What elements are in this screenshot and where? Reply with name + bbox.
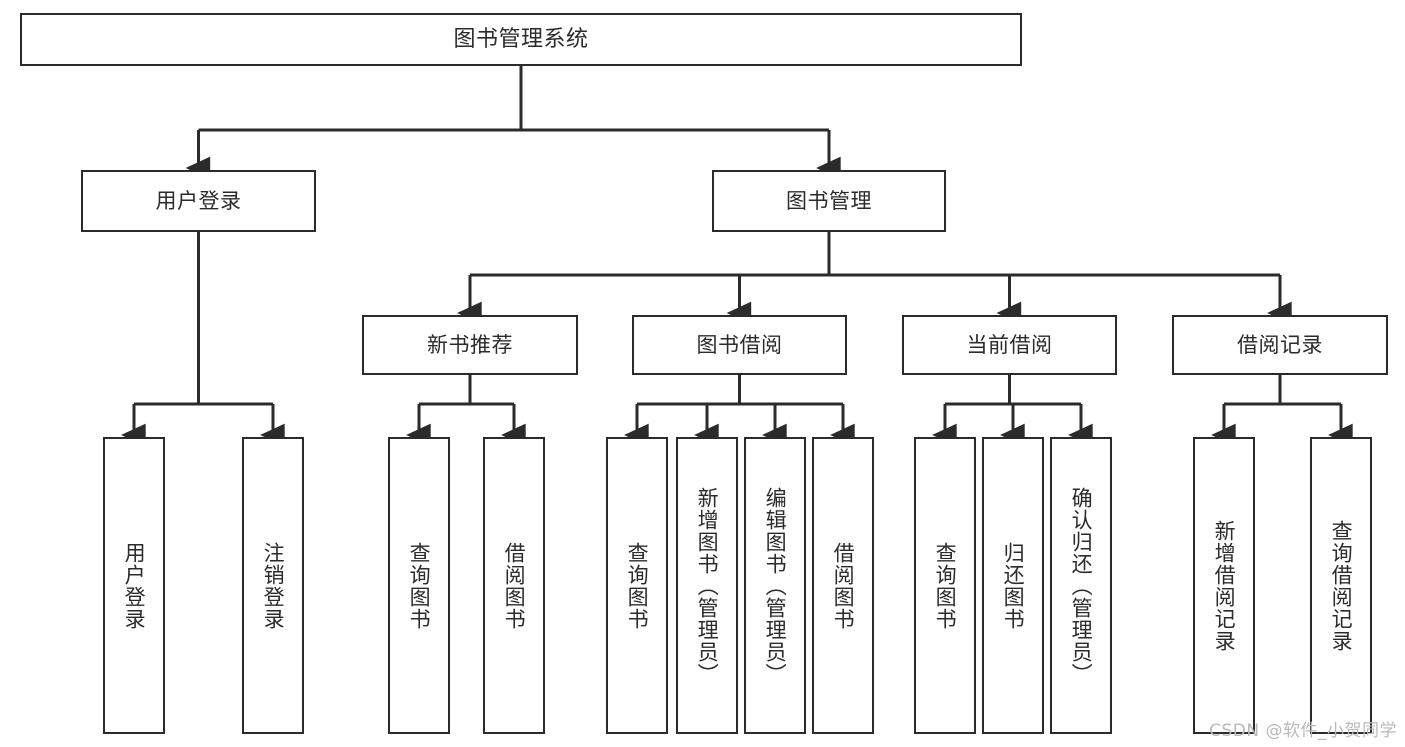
node-leaf-confirm-return-label: 确认归还（管理员） [1069,486,1094,685]
node-new-book-rec-label: 新书推荐 [427,332,513,357]
watermark-label: CSDN @软件_小贺同学 [1209,721,1397,741]
node-leaf-borrow-book-2-label: 借阅图书 [831,541,856,630]
node-borrow-record[interactable]: 借阅记录 [1172,315,1388,375]
node-book-manage[interactable]: 图书管理 [712,170,946,232]
node-leaf-user-login-label: 用户登录 [122,541,147,630]
node-leaf-add-book-label: 新增图书（管理员） [695,486,720,685]
node-leaf-query-record-label: 查询借阅记录 [1329,519,1354,652]
node-leaf-borrow-book-1[interactable]: 借阅图书 [483,437,545,734]
node-leaf-query-record[interactable]: 查询借阅记录 [1310,437,1372,734]
node-book-borrow[interactable]: 图书借阅 [632,315,847,375]
node-root-label: 图书管理系统 [453,26,589,52]
node-book-borrow-label: 图书借阅 [696,332,783,357]
node-leaf-query-book-1[interactable]: 查询图书 [388,437,450,734]
node-current-borrow-label: 当前借阅 [966,332,1053,357]
node-leaf-logout-label: 注销登录 [261,541,286,630]
node-leaf-query-book-3[interactable]: 查询图书 [914,437,976,734]
node-leaf-return-book[interactable]: 归还图书 [982,437,1044,734]
node-leaf-confirm-return[interactable]: 确认归还（管理员） [1050,437,1112,734]
node-new-book-rec[interactable]: 新书推荐 [362,315,578,375]
node-borrow-record-label: 借阅记录 [1237,332,1323,357]
node-leaf-query-book-2[interactable]: 查询图书 [606,437,668,734]
node-leaf-add-record-label: 新增借阅记录 [1212,519,1237,652]
node-leaf-query-book-1-label: 查询图书 [407,541,432,630]
node-user-login[interactable]: 用户登录 [81,170,316,232]
node-current-borrow[interactable]: 当前借阅 [902,315,1117,375]
node-leaf-logout[interactable]: 注销登录 [242,437,304,734]
node-leaf-borrow-book-2[interactable]: 借阅图书 [812,437,874,734]
node-leaf-add-book[interactable]: 新增图书（管理员） [676,437,738,734]
node-leaf-add-record[interactable]: 新增借阅记录 [1193,437,1255,734]
node-leaf-user-login[interactable]: 用户登录 [103,437,165,734]
node-leaf-edit-book-label: 编辑图书（管理员） [763,486,788,685]
node-user-login-label: 用户登录 [155,188,242,213]
node-root[interactable]: 图书管理系统 [20,13,1022,66]
node-leaf-query-book-3-label: 查询图书 [933,541,958,630]
node-leaf-borrow-book-1-label: 借阅图书 [502,541,527,630]
node-book-manage-label: 图书管理 [786,188,872,213]
node-leaf-query-book-2-label: 查询图书 [625,541,650,630]
node-leaf-return-book-label: 归还图书 [1001,541,1026,630]
node-leaf-edit-book[interactable]: 编辑图书（管理员） [744,437,806,734]
